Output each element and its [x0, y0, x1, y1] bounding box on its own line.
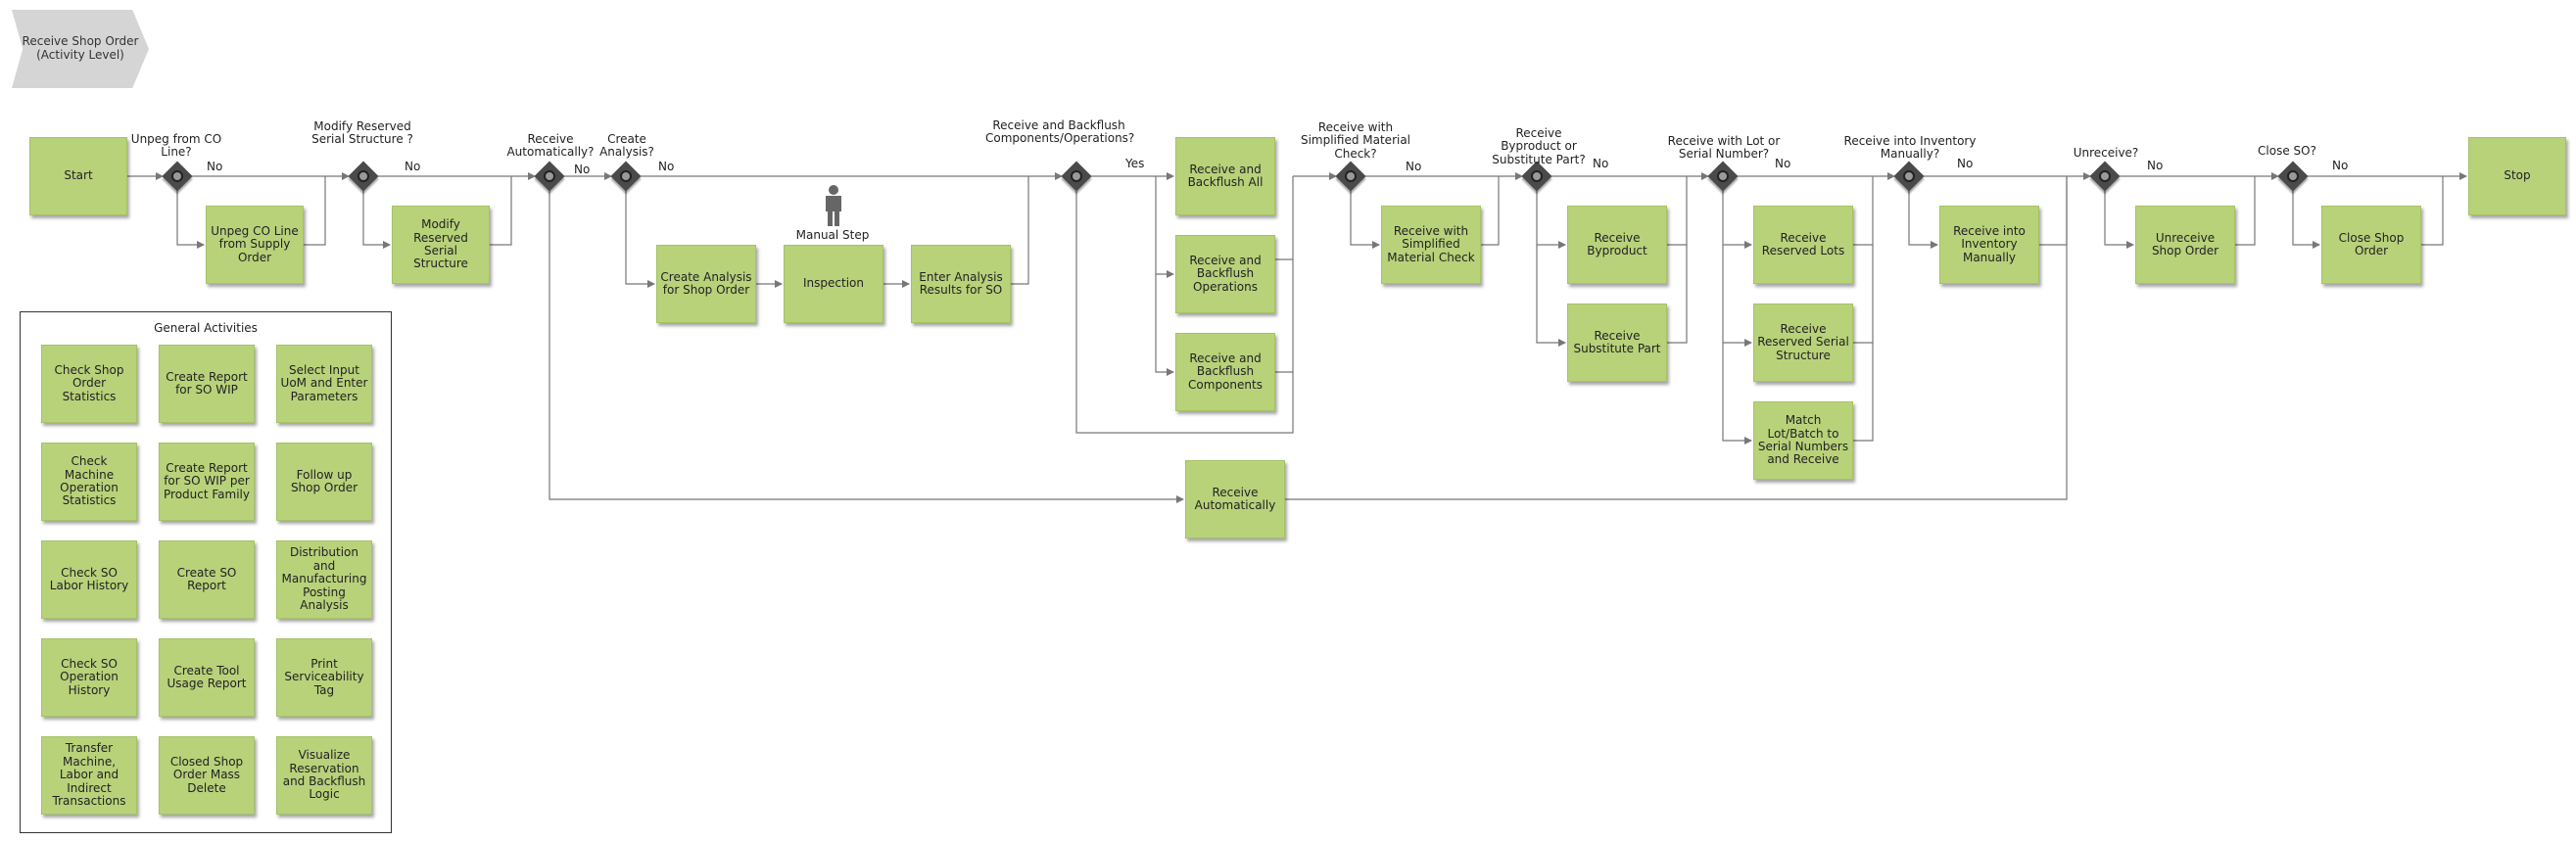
- general-activity-item[interactable]: Create Report for SO WIP: [159, 345, 255, 423]
- activity-close-shop-order[interactable]: Close Shop Order: [2321, 206, 2421, 284]
- activity-unreceive[interactable]: Unreceive Shop Order: [2135, 206, 2235, 284]
- activity-simplified-material-check[interactable]: Receive with Simplified Material Check: [1381, 206, 1481, 284]
- activity-match-lot-batch[interactable]: Match Lot/Batch to Serial Numbers and Re…: [1753, 401, 1853, 480]
- activity-receive-substitute[interactable]: Receive Substitute Part: [1567, 304, 1667, 382]
- activity-create-analysis[interactable]: Create Analysis for Shop Order: [656, 245, 756, 323]
- branch-no-3: No: [574, 163, 591, 176]
- activity-enter-analysis[interactable]: Enter Analysis Results for SO: [911, 245, 1011, 323]
- branch-no-10: No: [2147, 159, 2164, 172]
- general-activity-item[interactable]: Check SO Operation History: [41, 638, 137, 717]
- general-activity-item[interactable]: Transfer Machine, Labor and Indirect Tra…: [41, 736, 137, 815]
- general-activity-item[interactable]: Check Shop Order Statistics: [41, 345, 137, 423]
- branch-no-9: No: [1957, 157, 1974, 170]
- gateway-label-simplified: Receive with Simplified Material Check?: [1300, 120, 1411, 161]
- start-event[interactable]: Start: [29, 137, 127, 215]
- general-activity-item[interactable]: Select Input UoM and Enter Parameters: [276, 345, 372, 423]
- activity-backflush-operations[interactable]: Receive and Backflush Operations: [1175, 235, 1275, 313]
- general-activity-item[interactable]: Create SO Report: [159, 540, 255, 619]
- activity-modify-reserved-serial[interactable]: Modify Reserved Serial Structure: [392, 206, 490, 284]
- general-activities-panel: General Activities: [20, 311, 392, 833]
- general-activity-item[interactable]: Closed Shop Order Mass Delete: [159, 736, 255, 815]
- activity-inspection[interactable]: Inspection: [784, 245, 883, 323]
- activity-reserved-serial[interactable]: Receive Reserved Serial Structure: [1753, 304, 1853, 382]
- gateway-label-lot-serial: Receive with Lot or Serial Number?: [1667, 134, 1781, 162]
- general-activity-item[interactable]: Print Serviceability Tag: [276, 638, 372, 717]
- gateway-label-create-analysis: Create Analysis?: [599, 132, 654, 160]
- process-title-chevron: Receive Shop Order (Activity Level): [12, 10, 149, 88]
- gateway-label-backflush: Receive and Backflush Components/Operati…: [985, 118, 1135, 146]
- gateway-label-byproduct: Receive Byproduct or Substitute Part?: [1492, 126, 1586, 166]
- gateway-label-inventory-manual: Receive into Inventory Manually?: [1843, 134, 1977, 162]
- branch-no-4: No: [658, 160, 675, 173]
- activity-backflush-all[interactable]: Receive and Backflush All: [1175, 137, 1275, 215]
- general-activity-item[interactable]: Create Report for SO WIP per Product Fam…: [159, 443, 255, 521]
- activity-backflush-components[interactable]: Receive and Backflush Components: [1175, 333, 1275, 411]
- branch-yes-5: Yes: [1125, 157, 1145, 170]
- gateway-label-unreceive: Unreceive?: [2073, 146, 2139, 160]
- branch-no-1: No: [207, 160, 223, 173]
- activity-reserved-lots[interactable]: Receive Reserved Lots: [1753, 206, 1853, 284]
- activity-unpeg-co-line[interactable]: Unpeg CO Line from Supply Order: [206, 206, 304, 284]
- general-activity-item[interactable]: Check Machine Operation Statistics: [41, 443, 137, 521]
- branch-no-8: No: [1775, 157, 1791, 170]
- activity-receive-automatically[interactable]: Receive Automatically: [1185, 460, 1285, 538]
- stop-event[interactable]: Stop: [2468, 137, 2566, 215]
- general-activity-item[interactable]: Create Tool Usage Report: [159, 638, 255, 717]
- manual-step-label: Manual Step: [795, 228, 870, 242]
- branch-no-11: No: [2332, 159, 2349, 172]
- branch-no-7: No: [1593, 157, 1609, 170]
- gateway-label-close: Close SO?: [2258, 144, 2316, 158]
- gateway-label-unpeg: Unpeg from CO Line?: [130, 132, 222, 160]
- activity-inventory-manually[interactable]: Receive into Inventory Manually: [1939, 206, 2039, 284]
- general-activity-item[interactable]: Distribution and Manufacturing Posting A…: [276, 540, 372, 619]
- activity-receive-byproduct[interactable]: Receive Byproduct: [1567, 206, 1667, 284]
- gateway-label-modify-serial: Modify Reserved Serial Structure ?: [311, 119, 413, 147]
- general-activity-item[interactable]: Follow up Shop Order: [276, 443, 372, 521]
- gateway-label-receive-auto: Receive Automatically?: [506, 132, 595, 160]
- general-activities-title: General Activities: [154, 321, 258, 335]
- general-activity-item[interactable]: Check SO Labor History: [41, 540, 137, 619]
- branch-no-6: No: [1406, 160, 1422, 173]
- branch-no-2: No: [405, 160, 421, 173]
- general-activity-item[interactable]: Visualize Reservation and Backflush Logi…: [276, 736, 372, 815]
- manual-step-person-icon: [826, 185, 841, 226]
